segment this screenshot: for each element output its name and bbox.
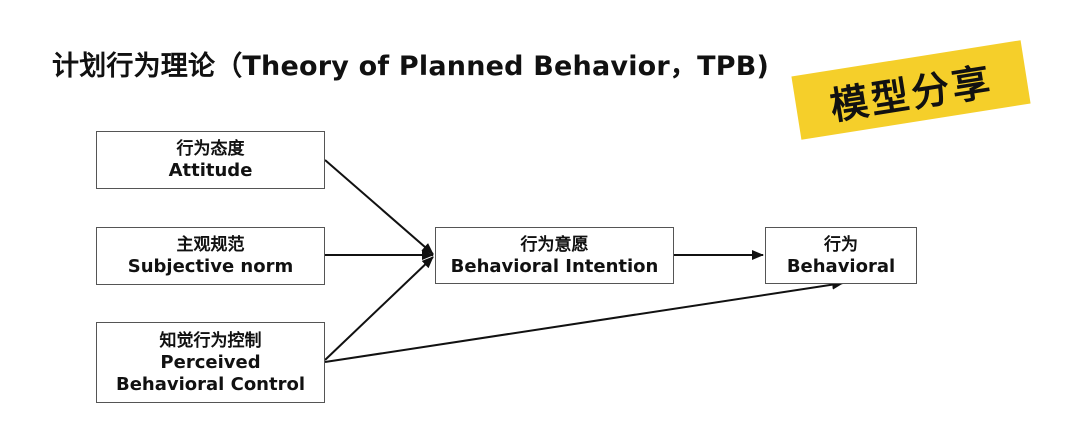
node-subjective-norm: 主观规范 Subjective norm bbox=[96, 227, 325, 285]
node-subjective-norm-en: Subjective norm bbox=[127, 256, 294, 277]
node-perceived-control-cn: 知觉行为控制 bbox=[159, 330, 262, 351]
diagram-title: 计划行为理论（Theory of Planned Behavior，TPB) bbox=[52, 51, 770, 82]
node-perceived-control-en1: Perceived bbox=[160, 351, 261, 373]
node-behavior-cn: 行为 bbox=[824, 234, 858, 255]
node-behavior: 行为 Behavioral bbox=[765, 227, 917, 284]
node-behavior-en: Behavioral bbox=[786, 255, 896, 277]
node-intention: 行为意愿 Behavioral Intention bbox=[435, 227, 674, 284]
edge-perceived-control-to-behavior bbox=[324, 279, 844, 363]
node-intention-en: Behavioral Intention bbox=[450, 255, 659, 277]
node-attitude: 行为态度 Attitude bbox=[96, 131, 325, 189]
node-attitude-en: Attitude bbox=[168, 160, 253, 181]
node-intention-cn: 行为意愿 bbox=[520, 234, 589, 255]
node-attitude-cn: 行为态度 bbox=[176, 139, 245, 159]
node-perceived-control-en2: Behavioral Control bbox=[115, 373, 306, 395]
node-perceived-control: 知觉行为控制 Perceived Behavioral Control bbox=[96, 322, 325, 403]
edge-perceived-control-to-intention bbox=[324, 256, 434, 361]
node-subjective-norm-cn: 主观规范 bbox=[176, 235, 245, 255]
edge-attitude-to-intention bbox=[324, 159, 434, 255]
